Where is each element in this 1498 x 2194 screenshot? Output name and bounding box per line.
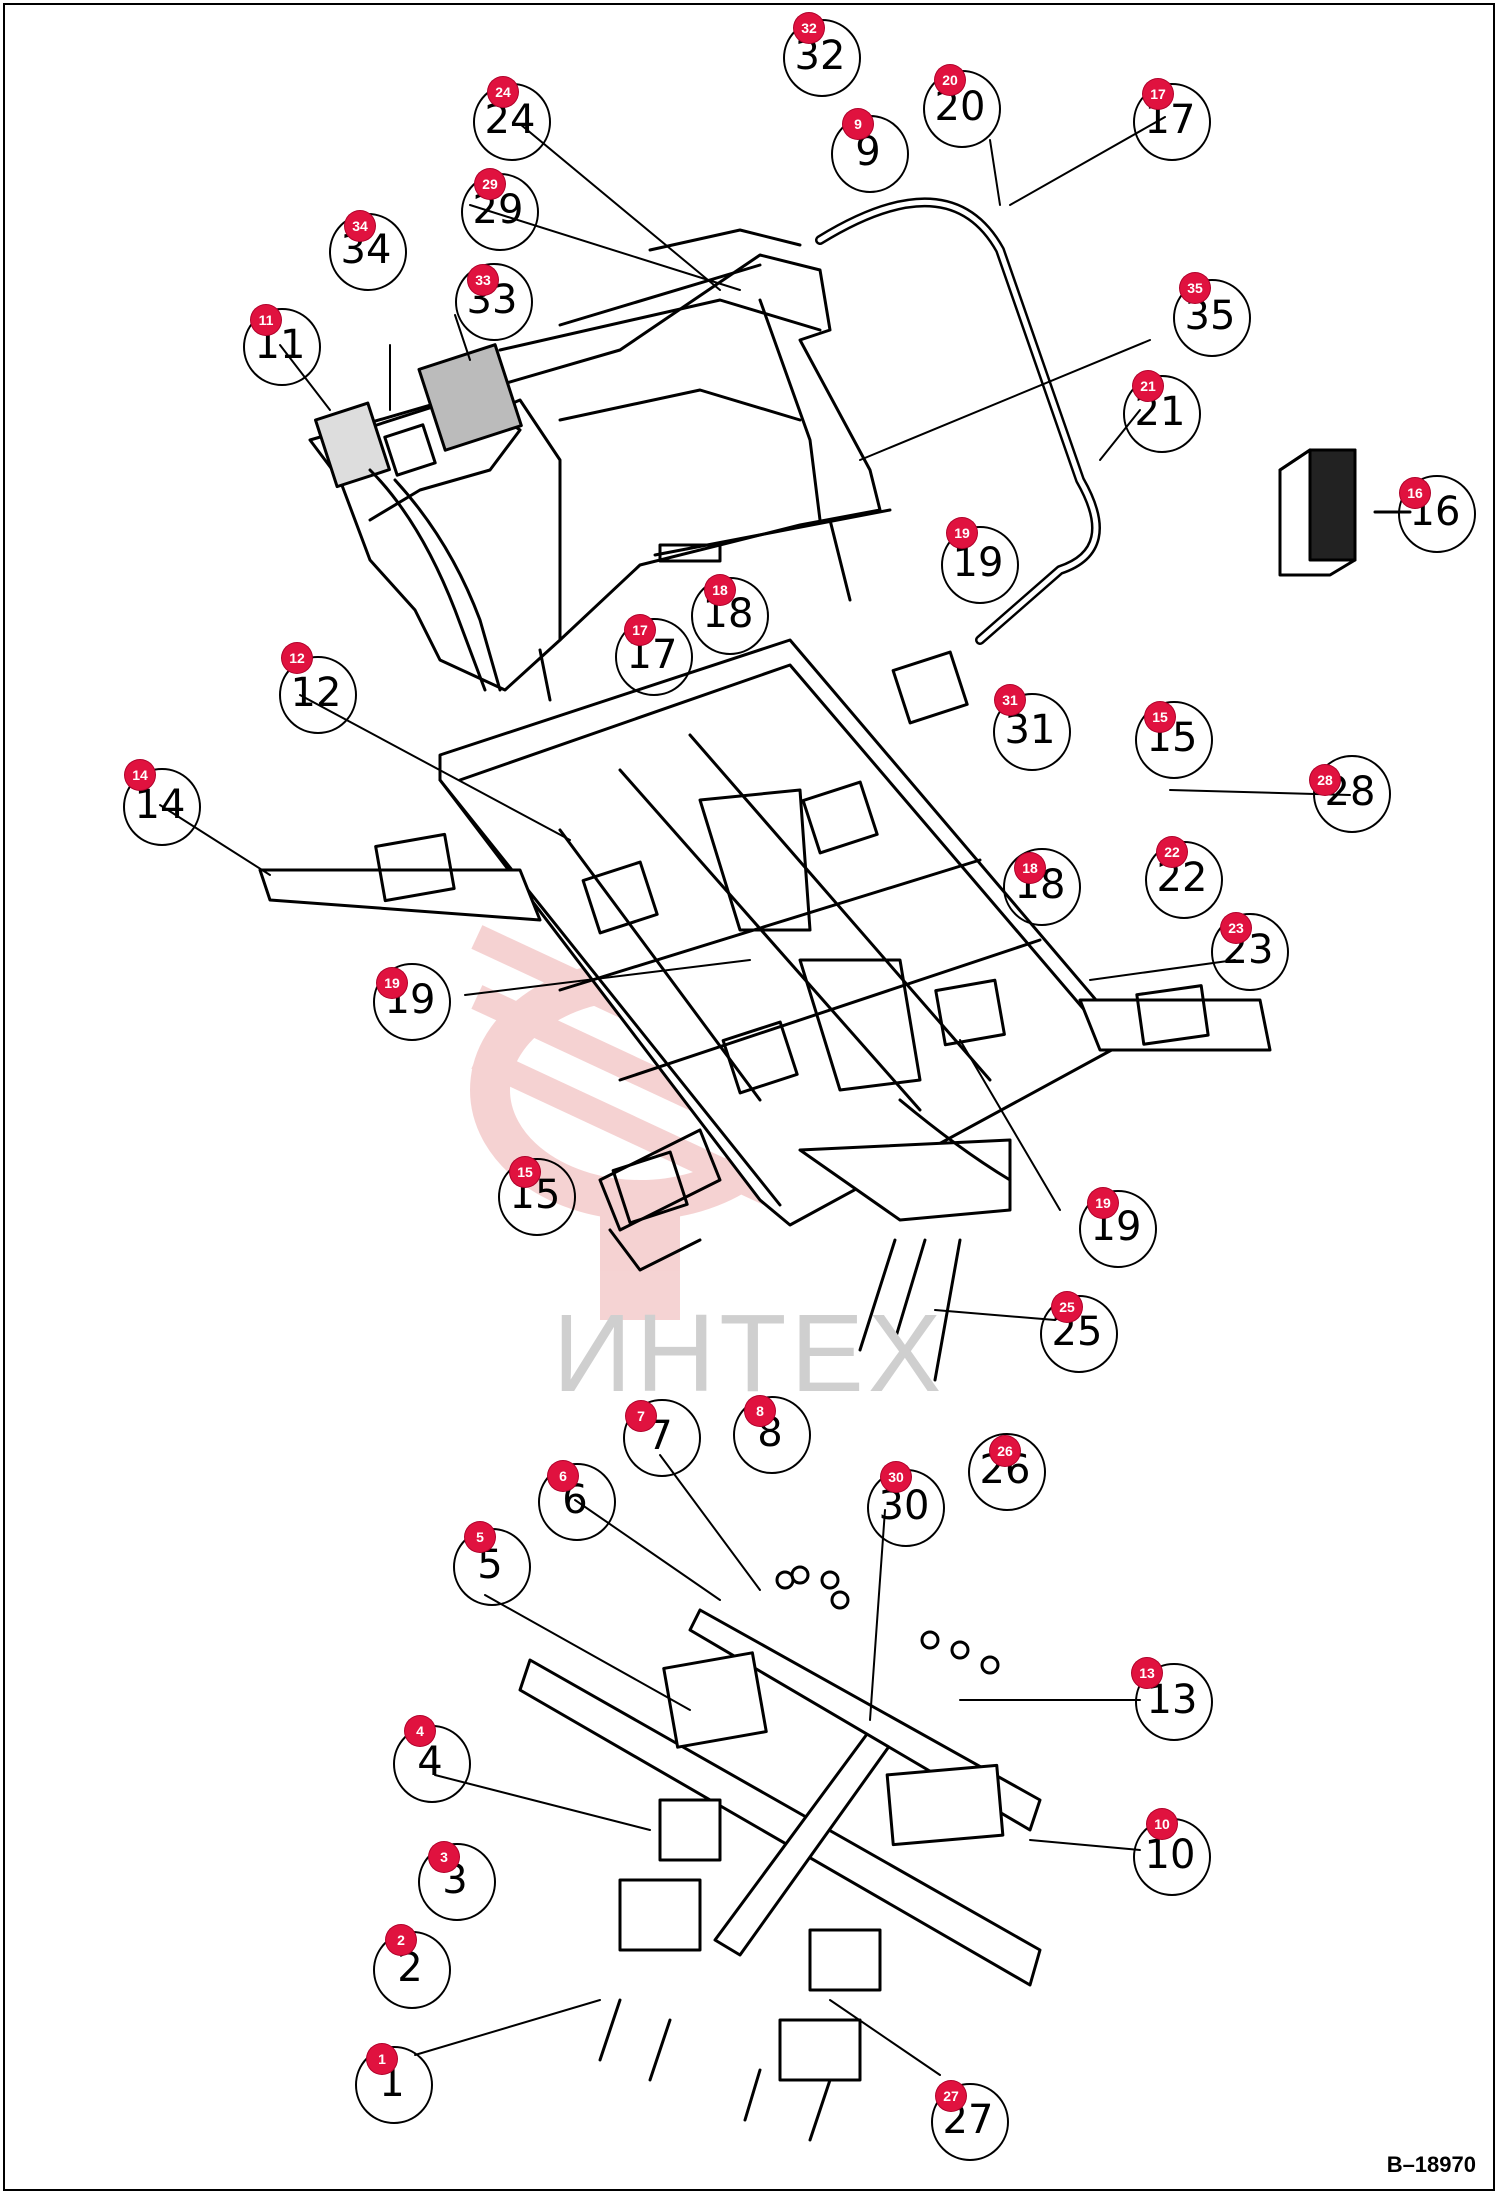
part-number-label: 12 [290, 670, 342, 716]
callout-badge-4[interactable]: 4 [405, 1716, 435, 1746]
callout-badge-17[interactable]: 17 [625, 615, 655, 645]
callout-badge-13[interactable]: 13 [1132, 1658, 1162, 1688]
part-label-ring [279, 656, 357, 734]
callout-badge-19[interactable]: 19 [947, 518, 977, 548]
callout-badge-18[interactable]: 18 [705, 575, 735, 605]
callout-badge-19[interactable]: 19 [377, 968, 407, 998]
callout-badge-20[interactable]: 20 [935, 65, 965, 95]
part-number-label: 19 [952, 540, 1004, 586]
callout-badge-14[interactable]: 14 [125, 760, 155, 790]
part-label-ring [1135, 1663, 1213, 1741]
callout-badge-26[interactable]: 26 [990, 1436, 1020, 1466]
part-label-ring [1398, 475, 1476, 553]
drawing-frame [3, 3, 1495, 2191]
part-number-label: 13 [1146, 1677, 1198, 1723]
seat-block [1278, 448, 1412, 577]
part-label-ring [373, 963, 451, 1041]
callout-badge-25[interactable]: 25 [1052, 1292, 1082, 1322]
cab-frame [308, 228, 892, 702]
part-label-ring [1135, 701, 1213, 779]
part-label-ring [1133, 83, 1211, 161]
callout-badge-11[interactable]: 11 [251, 305, 281, 335]
part-label-ring [355, 2046, 433, 2124]
callout-badge-22[interactable]: 22 [1157, 837, 1187, 867]
callout-badge-35[interactable]: 35 [1180, 273, 1210, 303]
callout-badge-7[interactable]: 7 [626, 1401, 656, 1431]
callout-badge-18[interactable]: 18 [1015, 853, 1045, 883]
part-label-ring [993, 693, 1071, 771]
part-label-ring [498, 1158, 576, 1236]
part-label-ring [1173, 279, 1251, 357]
callout-badge-9[interactable]: 9 [843, 109, 873, 139]
callout-badge-12[interactable]: 12 [282, 643, 312, 673]
part-label-ring [1313, 755, 1391, 833]
part-number-label: 32 [794, 33, 846, 79]
callout-badge-10[interactable]: 10 [1147, 1809, 1177, 1839]
callout-badge-23[interactable]: 23 [1221, 913, 1251, 943]
part-label-ring [1040, 1295, 1118, 1373]
part-label-ring [243, 308, 321, 386]
callout-badge-5[interactable]: 5 [465, 1522, 495, 1552]
main-frame [258, 638, 1272, 1382]
callout-badge-30[interactable]: 30 [881, 1462, 911, 1492]
part-number-label: 14 [134, 782, 186, 828]
leader-lines [159, 116, 1351, 2076]
callout-badge-1[interactable]: 1 [367, 2044, 397, 2074]
part-label-ring [733, 1396, 811, 1474]
callout-badge-34[interactable]: 34 [345, 211, 375, 241]
callout-badge-33[interactable]: 33 [468, 265, 498, 295]
callout-badge-15[interactable]: 15 [1145, 702, 1175, 732]
callout-badge-29[interactable]: 29 [475, 169, 505, 199]
part-label-ring [931, 2083, 1009, 2161]
part-number-label: 4 [417, 1739, 443, 1785]
roll-bar [815, 197, 1101, 645]
callout-badge-16[interactable]: 16 [1400, 478, 1430, 508]
part-number-label: 24 [484, 97, 536, 143]
callout-badge-17[interactable]: 17 [1143, 79, 1173, 109]
callout-badge-15[interactable]: 15 [510, 1157, 540, 1187]
callout-badge-32[interactable]: 32 [794, 13, 824, 43]
part-number-label: 10 [1144, 1832, 1196, 1878]
watermark-text: ИНТЕХ [552, 1292, 946, 1415]
part-label-ring [615, 618, 693, 696]
part-number-label: 31 [1004, 707, 1056, 753]
part-label-ring [968, 1433, 1046, 1511]
part-label-ring [1211, 913, 1289, 991]
part-label-ring [1123, 375, 1201, 453]
part-label-ring [941, 526, 1019, 604]
callout-badge-2[interactable]: 2 [386, 1925, 416, 1955]
callout-badge-19[interactable]: 19 [1088, 1188, 1118, 1218]
part-label-ring [455, 263, 533, 341]
part-label-ring [1003, 848, 1081, 926]
part-label-ring [538, 1463, 616, 1541]
callout-badge-6[interactable]: 6 [548, 1461, 578, 1491]
part-number-label: 30 [878, 1483, 930, 1529]
callout-badge-24[interactable]: 24 [488, 77, 518, 107]
callout-badge-28[interactable]: 28 [1310, 765, 1340, 795]
drawing-code: B–18970 [1386, 2152, 1476, 2177]
part-label-ring [1079, 1190, 1157, 1268]
callout-badge-8[interactable]: 8 [745, 1396, 775, 1426]
part-label-ring [418, 1843, 496, 1921]
callout-badge-31[interactable]: 31 [995, 685, 1025, 715]
callout-badge-3[interactable]: 3 [429, 1842, 459, 1872]
callout-badge-21[interactable]: 21 [1133, 371, 1163, 401]
lower-assembly [518, 1565, 1042, 2142]
callout-badge-27[interactable]: 27 [936, 2081, 966, 2111]
part-label-ring [123, 768, 201, 846]
part-label-ring [623, 1399, 701, 1477]
